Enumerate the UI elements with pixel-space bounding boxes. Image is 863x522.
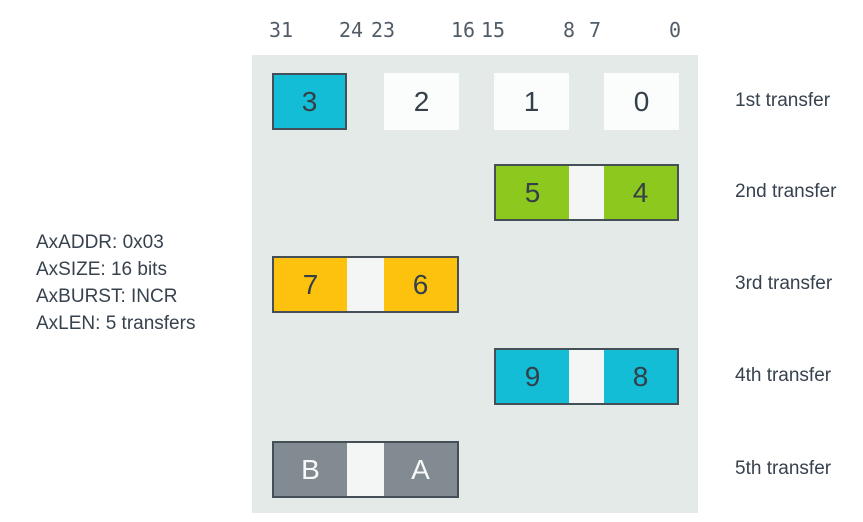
info-line-axburst: AxBURST: INCR xyxy=(36,286,178,307)
pair-cell: 5 xyxy=(496,166,569,219)
bit-label-31: 31 xyxy=(268,18,294,42)
bit-label-16: 16 xyxy=(450,18,476,42)
pair-cell: 6 xyxy=(384,258,457,311)
bit-label-24: 24 xyxy=(338,18,364,42)
lane-gap xyxy=(569,166,604,219)
lane-gap xyxy=(569,350,604,403)
pair-cell: B xyxy=(274,443,347,496)
lane-gap xyxy=(347,258,384,311)
pair-cell: 9 xyxy=(496,350,569,403)
transfer-label: 5th transfer xyxy=(735,458,832,479)
byte-lane-box: 3 xyxy=(272,73,347,130)
info-line-axsize: AxSIZE: 16 bits xyxy=(36,259,167,280)
info-line-axlen: AxLEN: 5 transfers xyxy=(36,313,196,334)
burst-parameters: AxADDR: 0x03 AxSIZE: 16 bits AxBURST: IN… xyxy=(36,229,195,337)
transfer-label: 2nd transfer xyxy=(735,181,837,202)
pair-cell: 4 xyxy=(604,166,677,219)
bit-label-7: 7 xyxy=(588,18,602,42)
pair-cell: A xyxy=(384,443,457,496)
bit-label-23: 23 xyxy=(370,18,396,42)
byte-lane-box: 0 xyxy=(604,73,679,130)
bit-label-0: 0 xyxy=(668,18,682,42)
transfer-label: 3rd transfer xyxy=(735,273,833,294)
transfer-label: 1st transfer xyxy=(735,90,831,111)
byte-lane-box: 1 xyxy=(494,73,569,130)
pair-cell: 8 xyxy=(604,350,677,403)
info-line-axaddr: AxADDR: 0x03 xyxy=(36,232,164,253)
lane-gap xyxy=(347,443,384,496)
bit-label-8: 8 xyxy=(562,18,576,42)
byte-lane-box: 2 xyxy=(384,73,459,130)
bit-label-15: 15 xyxy=(480,18,506,42)
transfer-label: 4th transfer xyxy=(735,365,832,386)
pair-cell: 7 xyxy=(274,258,347,311)
